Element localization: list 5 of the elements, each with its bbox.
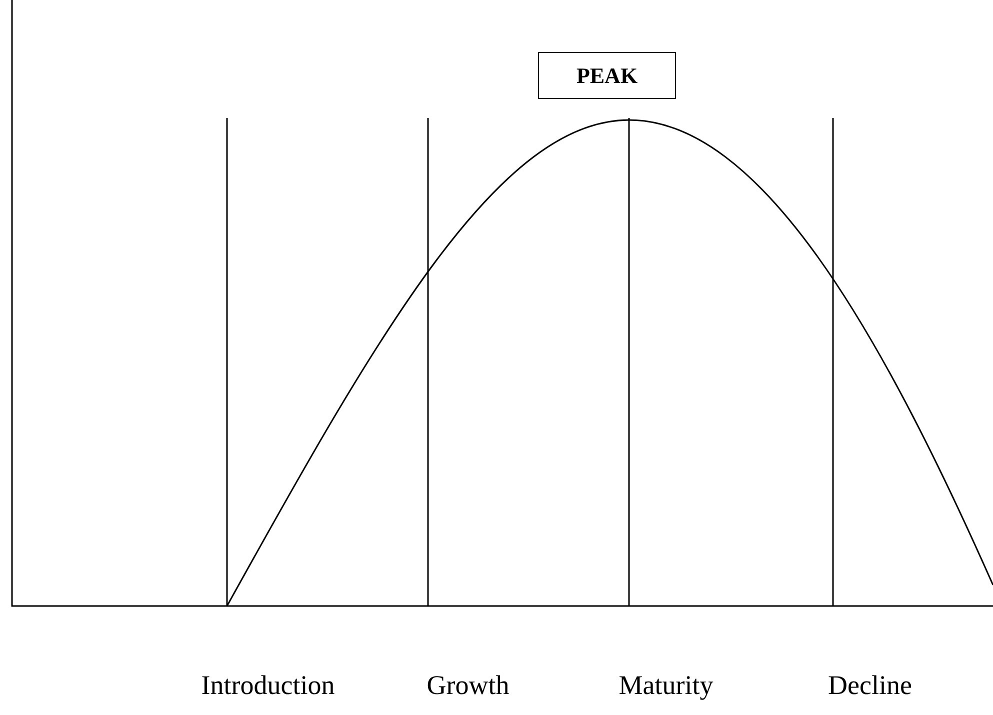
stage-label: Growth (426, 670, 510, 701)
stage-label: Maturity (618, 670, 714, 701)
stage-label: Decline (828, 670, 912, 701)
peak-box: PEAK (538, 52, 676, 99)
stage-label: Introduction (201, 670, 335, 701)
